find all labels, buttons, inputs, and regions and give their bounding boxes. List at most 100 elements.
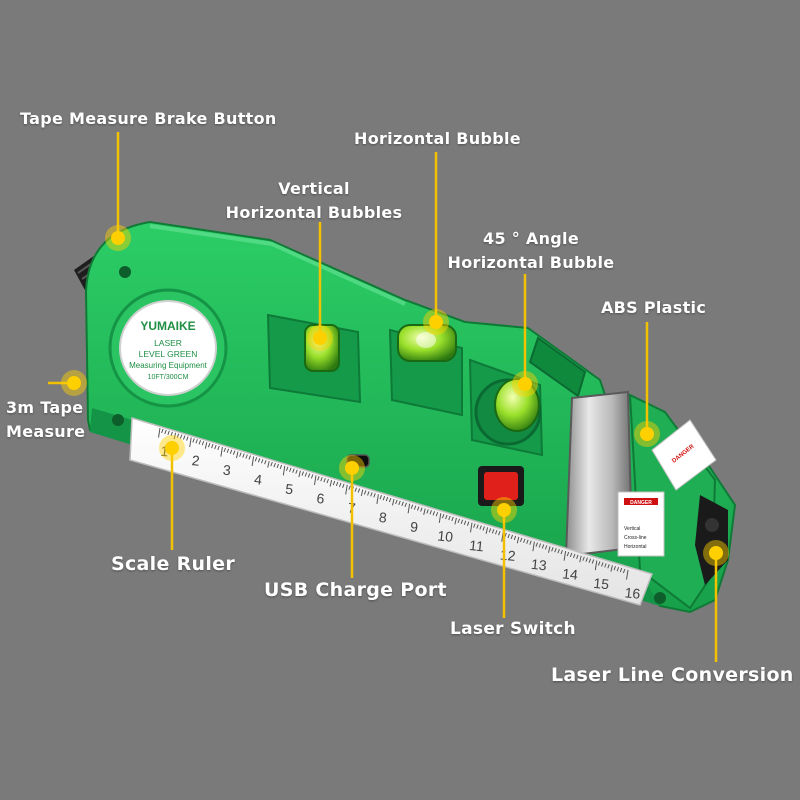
danger-title-2: DANGER	[630, 500, 652, 506]
ruler-tick	[548, 546, 551, 553]
ruler-tick	[544, 545, 548, 550]
ruler-tick	[597, 561, 601, 566]
ruler-number: 8	[378, 509, 388, 526]
ruler-tick	[572, 553, 576, 559]
ruler-tick	[285, 466, 289, 471]
ruler-tick	[413, 505, 417, 510]
ruler-number: 10	[437, 527, 454, 545]
callout-tape-line2: Measure	[6, 422, 86, 441]
callout-angle-bubble: 45 ° Angle Horizontal Bubble	[446, 227, 616, 275]
ruler-tick	[360, 489, 364, 497]
ruler-tick	[232, 450, 236, 455]
callout-angle-line1: 45 ° Angle	[483, 229, 579, 248]
ruler-tick	[448, 515, 451, 521]
brand-plate	[119, 300, 217, 396]
ruler-tick	[189, 437, 192, 448]
ruler-tick	[457, 518, 460, 524]
callout-scale-ruler: Scale Ruler	[111, 553, 236, 575]
ruler-tick	[245, 454, 248, 459]
ruler-tick	[582, 556, 585, 561]
ruler-tick	[317, 476, 320, 481]
ruler-tick	[429, 510, 432, 515]
callout-abs-plastic: ABS Plastic	[601, 298, 707, 317]
ruler-tick	[248, 455, 251, 460]
ruler-tick	[236, 451, 239, 459]
ruler-tick	[314, 475, 317, 486]
ruler-tick	[307, 473, 311, 478]
ruler-tick	[494, 530, 498, 535]
ruler-tick	[176, 433, 180, 438]
ruler-tick	[338, 482, 342, 488]
ruler-tick	[601, 562, 604, 567]
ruler-tick	[576, 554, 579, 560]
ruler-tick	[260, 459, 264, 464]
ruler-tick	[310, 474, 314, 479]
model-line-4: 10FT/300CM	[148, 374, 189, 381]
ruler-tick	[451, 516, 454, 522]
ruler-tick	[557, 548, 560, 554]
ruler-tick	[473, 523, 476, 528]
ruler-tick	[192, 438, 195, 443]
ruler-tick	[498, 531, 501, 536]
ruler-tick	[376, 494, 379, 504]
model-line-2: LEVEL GREEN	[139, 349, 198, 359]
ruler-tick	[482, 526, 485, 531]
ruler-number: 1	[160, 443, 170, 460]
ruler-tick	[270, 461, 273, 467]
mode-label: DANGER Vertical Cross-line Horizontal	[617, 491, 665, 557]
ruler-tick	[379, 495, 382, 500]
ruler-number: 6	[316, 490, 326, 507]
ruler-tick	[204, 442, 208, 449]
ruler-tick	[510, 534, 514, 540]
ruler-tick	[242, 453, 245, 458]
ruler-tick	[532, 541, 535, 552]
ruler-tick	[541, 544, 545, 549]
ruler-tick	[167, 430, 170, 436]
ruler-tick	[519, 537, 523, 542]
ruler-tick	[563, 550, 567, 561]
ruler-tick	[579, 555, 582, 563]
ruler-tick	[526, 539, 529, 544]
ruler-tick	[226, 448, 230, 454]
ruler-tick	[507, 533, 510, 539]
ruler-tick	[529, 540, 532, 545]
ruler-tick	[382, 495, 386, 501]
ruler-tick	[217, 445, 220, 451]
mode-horizontal: Horizontal	[624, 544, 647, 550]
ruler-tick	[407, 503, 411, 514]
ruler-tick	[323, 477, 326, 483]
callout-brake-button: Tape Measure Brake Button	[20, 109, 277, 128]
mode-vertical: Vertical	[624, 526, 640, 532]
ruler-tick	[470, 522, 473, 533]
ruler-number: 16	[624, 584, 641, 602]
ruler-tick	[385, 496, 389, 502]
ruler-tick	[254, 457, 258, 462]
brand-name: YUMAIKE	[140, 319, 195, 333]
ruler-tick	[420, 507, 423, 512]
ruler-number: 15	[593, 575, 610, 593]
model-line-1: LASER	[154, 338, 182, 348]
callout-usb-port: USB Charge Port	[264, 579, 447, 601]
ruler-tick	[304, 472, 308, 477]
ruler-tick	[523, 538, 526, 543]
callout-vertical-line2: Horizontal Bubbles	[225, 203, 403, 222]
ruler-number: 9	[409, 518, 419, 535]
ruler-tick	[173, 432, 177, 440]
ruler-tick	[326, 478, 329, 484]
ruler-tick	[198, 440, 202, 445]
ruler-tick	[373, 493, 376, 498]
callout-tape-line1: 3m Tape	[6, 398, 84, 417]
laser-line-selector[interactable]	[695, 495, 728, 585]
ruler-tick	[466, 521, 470, 526]
ruler-tick	[594, 560, 598, 571]
ruler-tick	[426, 509, 429, 514]
ruler-tick	[298, 470, 301, 478]
ruler-tick	[289, 467, 292, 472]
ruler-tick	[569, 552, 573, 558]
ruler-tick	[435, 512, 439, 517]
ruler-tick	[401, 501, 404, 507]
ruler-tick	[516, 536, 520, 544]
ruler-number: 4	[253, 471, 263, 488]
ruler-tick	[416, 506, 420, 511]
ruler-tick	[626, 569, 629, 580]
